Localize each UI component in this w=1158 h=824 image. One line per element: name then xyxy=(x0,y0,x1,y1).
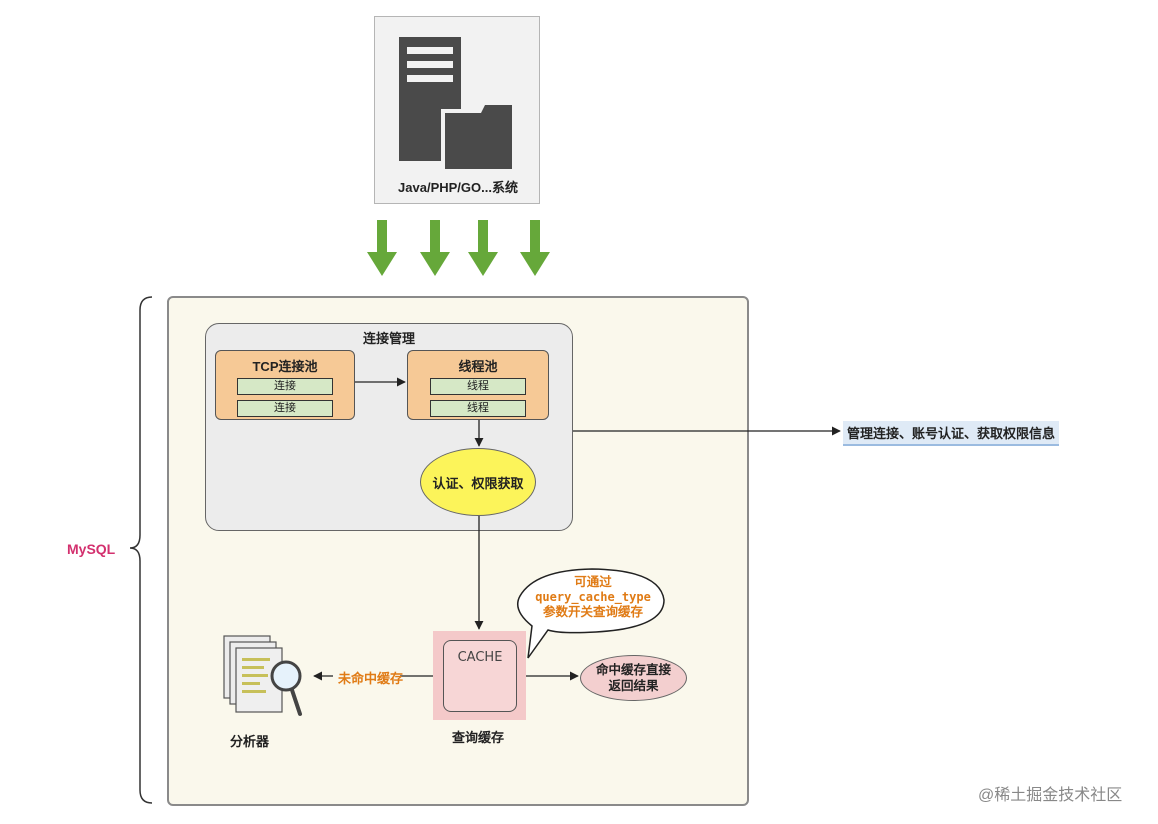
thread-pool-slot: 线程 xyxy=(430,378,526,395)
bubble-line2: query_cache_type xyxy=(535,590,651,604)
speech-bubble xyxy=(517,568,665,659)
down-arrow-icon xyxy=(468,220,498,276)
connection-management-title: 连接管理 xyxy=(362,331,415,346)
tcp-pool-title: TCP连接池 xyxy=(252,359,318,374)
mysql-brace xyxy=(129,296,153,804)
watermark: @稀土掘金技术社区 xyxy=(978,787,1123,804)
down-arrow-icon xyxy=(420,220,450,276)
cache-hit-line2: 返回结果 xyxy=(608,679,659,693)
client-system-label: Java/PHP/GO...系统 xyxy=(398,180,518,195)
cache-miss-label: 未命中缓存 xyxy=(338,671,404,686)
bubble-line1: 可通过 xyxy=(574,575,612,589)
down-arrow-icon xyxy=(367,220,397,276)
cache-hit-ellipse: 命中缓存直接 返回结果 xyxy=(580,655,687,701)
tcp-pool-slot: 连接 xyxy=(237,378,333,395)
down-arrow-icon xyxy=(520,220,550,276)
client-system-box: Java/PHP/GO...系统 xyxy=(374,16,540,204)
thread-pool-title: 线程池 xyxy=(458,359,498,374)
connection-note: 管理连接、账号认证、获取权限信息 xyxy=(843,421,1060,446)
server-folder-icon xyxy=(399,37,515,172)
mysql-label: MySQL xyxy=(67,541,116,557)
thread-pool-box: 线程池 线程 线程 xyxy=(407,350,549,420)
bubble-text: 可通过 query_cache_type 参数开关查询缓存 xyxy=(515,575,671,620)
auth-label: 认证、权限获取 xyxy=(432,475,524,491)
auth-ellipse: 认证、权限获取 xyxy=(420,448,536,516)
bubble-line3: 参数开关查询缓存 xyxy=(542,605,643,619)
document-magnifier-icon xyxy=(223,635,302,716)
query-cache-label: 查询缓存 xyxy=(451,730,504,745)
query-cache-box xyxy=(443,640,517,712)
cache-box-text: CACHE xyxy=(457,650,503,665)
tcp-pool-box: TCP连接池 连接 连接 xyxy=(215,350,355,420)
tcp-pool-slot: 连接 xyxy=(237,400,333,417)
parser-label: 分析器 xyxy=(230,734,270,749)
cache-hit-line1: 命中缓存直接 xyxy=(595,663,671,677)
thread-pool-slot: 线程 xyxy=(430,400,526,417)
green-arrows xyxy=(367,220,550,276)
